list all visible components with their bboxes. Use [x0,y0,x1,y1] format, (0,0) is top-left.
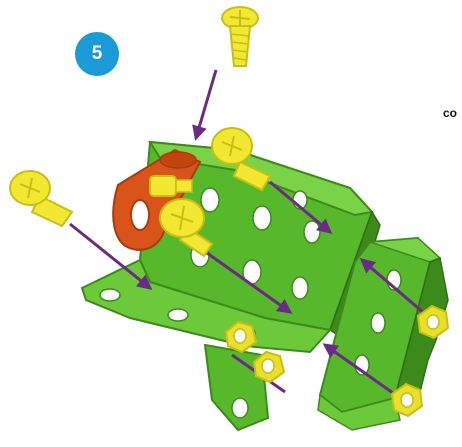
screw-icon [221,6,259,67]
nut-icon [252,350,286,384]
arrow-icon [199,246,293,314]
step-number-badge: 5 [75,32,119,76]
screw-icon [211,127,272,192]
nut-icon [416,304,450,340]
nut-icon [390,382,424,418]
arrow-icon [69,222,153,290]
arrow-icon [192,69,218,141]
screw-icon [9,170,74,228]
screw-icon [159,198,214,258]
arrow-icon [269,180,333,234]
lower-bracket-plate [203,343,270,432]
screw-icon [149,175,193,197]
nut-icon [224,320,258,354]
cropped-side-text: co [443,106,458,120]
